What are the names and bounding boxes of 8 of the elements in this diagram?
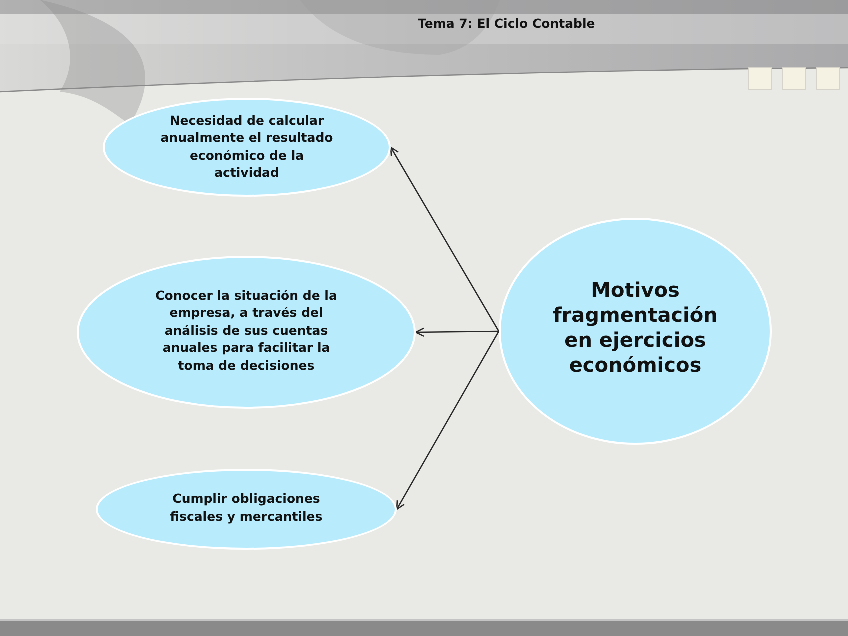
- arrow: [396, 331, 500, 510]
- node-text: Cumplir obligaciones fiscales y mercantiles: [169, 490, 324, 525]
- node-text: Conocer la situación de la empresa, a través del análisis de sus cuentas anuales para facilitar la toma de decisiones: [154, 286, 338, 374]
- slide-title: Tema 7: El Ciclo Contable: [418, 16, 596, 31]
- node-text: Motivos fragmentación en ejercicios económicos: [552, 278, 719, 378]
- arrow: [415, 328, 499, 338]
- arrow: [390, 146, 500, 332]
- node-text: Necesidad de calcular anualmente el resultado económico de la actividad: [160, 112, 334, 182]
